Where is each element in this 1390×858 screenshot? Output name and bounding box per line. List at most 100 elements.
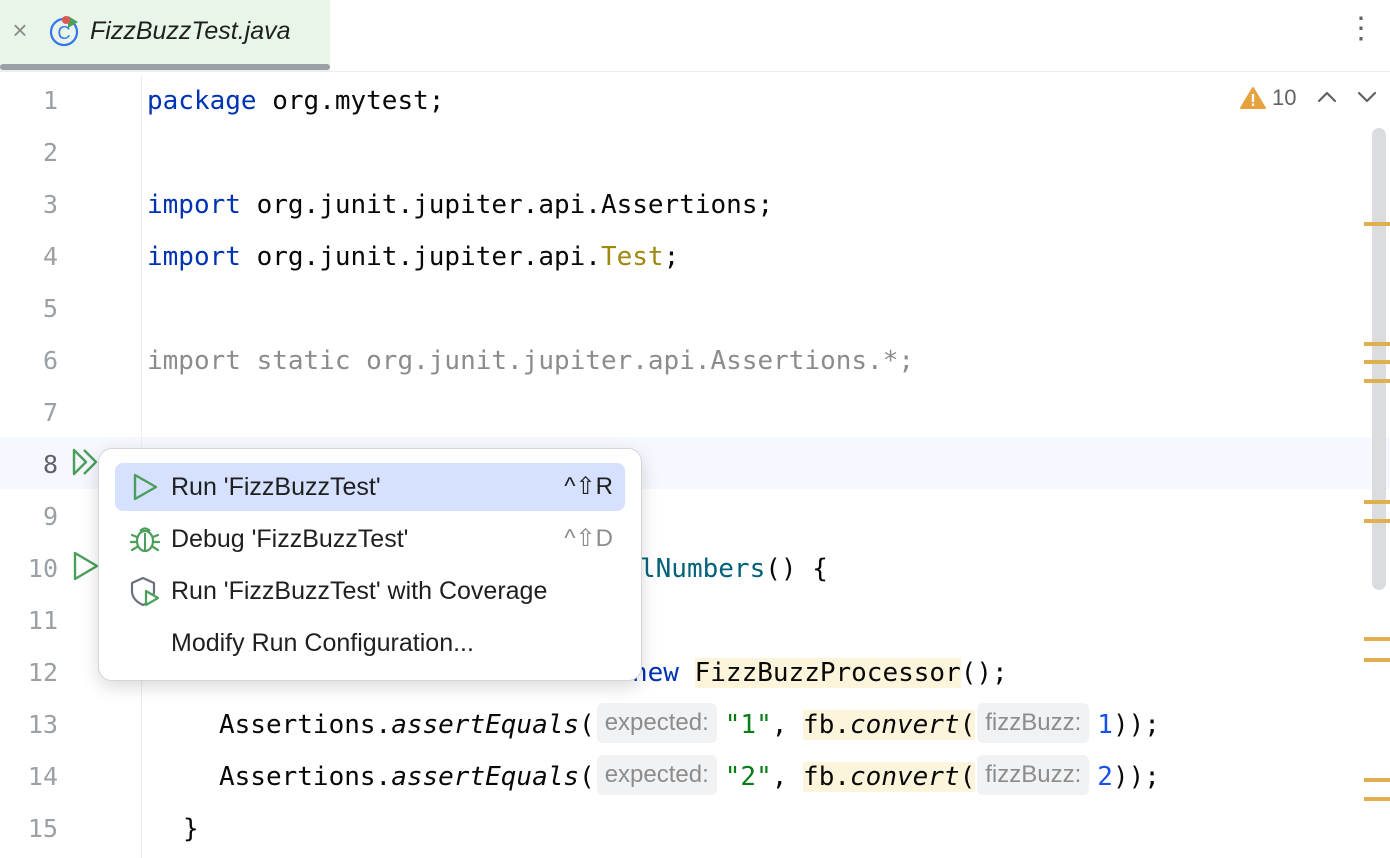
- parameter-hint: expected:: [596, 702, 717, 743]
- keyword: package: [147, 86, 257, 116]
- code-line-4[interactable]: import org.junit.jupiter.api.Test;: [147, 231, 679, 283]
- warning-stripe[interactable]: [1364, 658, 1390, 662]
- run-class-gutter-icon[interactable]: [70, 446, 102, 478]
- vertical-scrollbar[interactable]: [1372, 128, 1386, 590]
- svg-text:C: C: [58, 23, 71, 43]
- menu-item-label: Run 'FizzBuzzTest': [171, 473, 381, 501]
- code-text: () {: [765, 554, 828, 584]
- parameter-hint: fizzBuzz:: [977, 754, 1090, 795]
- code-text: ;: [663, 242, 680, 272]
- warning-icon: [1240, 87, 1266, 109]
- warning-stripe[interactable]: [1364, 222, 1390, 226]
- code-text: ();: [960, 658, 1008, 688]
- code-line-6[interactable]: import static org.junit.jupiter.api.Asse…: [147, 335, 914, 387]
- warning-stripe[interactable]: [1364, 500, 1390, 504]
- run-icon: [133, 473, 158, 501]
- method-call: assertEquals: [391, 762, 580, 792]
- code-text: Assertions.: [219, 710, 392, 740]
- unused-import-text: import static org.junit.jupiter.api.Asse…: [147, 346, 915, 376]
- string-literal: "2": [724, 762, 772, 792]
- string-literal: "1": [724, 710, 772, 740]
- line-number: 12: [27, 658, 58, 687]
- code-line-15[interactable]: }: [183, 803, 199, 855]
- code-text: .: [834, 762, 851, 792]
- method-name: lNumbers: [640, 554, 766, 584]
- code-text: ));: [1112, 710, 1160, 740]
- warning-count: 10: [1272, 85, 1297, 110]
- code-text: org.mytest;: [256, 86, 445, 116]
- line-number: 11: [27, 606, 58, 635]
- parameter-hint: fizzBuzz:: [977, 702, 1090, 743]
- number-literal: 2: [1097, 762, 1113, 792]
- code-line-13[interactable]: Assertions.assertEquals(expected:"1", fb…: [219, 699, 1160, 751]
- editor-tab[interactable]: × C FizzBuzzTest.java: [0, 0, 330, 71]
- code-text: (: [959, 710, 976, 740]
- menu-item-run-with-coverage[interactable]: Run 'FizzBuzzTest' with Coverage: [115, 567, 625, 615]
- keyword: import: [147, 190, 241, 220]
- code-line-10-visible[interactable]: lNumbers() {: [640, 543, 828, 595]
- warning-stripe[interactable]: [1364, 360, 1390, 364]
- line-number: 2: [42, 138, 58, 167]
- menu-item-modify-run-configuration[interactable]: Modify Run Configuration...: [115, 619, 625, 667]
- method-call: convert: [850, 710, 960, 740]
- method-call: assertEquals: [391, 710, 580, 740]
- code-text: fb: [803, 710, 835, 740]
- code-text: ,: [771, 710, 804, 740]
- debug-icon: [129, 527, 161, 553]
- variable-reference: fb.convert(: [803, 762, 976, 792]
- line-number: 1: [42, 86, 58, 115]
- keyword: import: [147, 242, 241, 272]
- parameter-hint: expected:: [596, 754, 717, 795]
- editor-tab-bar: × C FizzBuzzTest.java ⋮: [0, 0, 1390, 72]
- line-number: 8: [42, 450, 58, 479]
- code-text: fb: [803, 762, 835, 792]
- code-text: (: [579, 710, 595, 740]
- inspection-widget[interactable]: 10: [1240, 82, 1296, 114]
- warning-stripe[interactable]: [1364, 342, 1390, 346]
- warning-stripe[interactable]: [1364, 778, 1390, 782]
- code-text: org.junit.jupiter.api.: [240, 242, 601, 272]
- code-line-1[interactable]: package org.mytest;: [147, 75, 444, 127]
- menu-item-shortcut: ^⇧D: [564, 525, 613, 552]
- menu-item-debug[interactable]: Debug 'FizzBuzzTest' ^⇧D: [115, 515, 625, 563]
- method-call: convert: [850, 762, 960, 792]
- line-number: 4: [42, 242, 58, 271]
- class-reference: Test: [600, 242, 664, 272]
- menu-item-label: Run 'FizzBuzzTest' with Coverage: [171, 577, 548, 605]
- warning-stripe[interactable]: [1364, 637, 1390, 641]
- code-text: }: [183, 814, 199, 844]
- variable-reference: fb.convert(: [803, 710, 976, 740]
- line-number: 7: [42, 398, 58, 427]
- run-context-popup: Run 'FizzBuzzTest' ^⇧R Debug 'FizzBuzzTe…: [98, 448, 642, 681]
- line-number: 13: [27, 710, 58, 739]
- code-line-14[interactable]: Assertions.assertEquals(expected:"2", fb…: [219, 751, 1160, 803]
- code-text: ,: [771, 762, 804, 792]
- line-number: 9: [42, 502, 58, 531]
- class-reference: FizzBuzzProcessor: [694, 658, 961, 688]
- close-tab-icon[interactable]: ×: [12, 15, 28, 45]
- code-line-3[interactable]: import org.junit.jupiter.api.Assertions;: [147, 179, 773, 231]
- line-number: 5: [42, 294, 58, 323]
- more-options-icon[interactable]: ⋮: [1346, 12, 1376, 45]
- code-line-12-visible[interactable]: new FizzBuzzProcessor();: [632, 647, 1008, 699]
- next-highlight-icon[interactable]: [1354, 84, 1380, 110]
- line-number: 3: [42, 190, 58, 219]
- previous-highlight-icon[interactable]: [1314, 84, 1340, 110]
- line-number: 10: [27, 554, 58, 583]
- warning-stripe[interactable]: [1364, 519, 1390, 523]
- tab-title: FizzBuzzTest.java: [90, 17, 291, 45]
- code-text: .: [834, 710, 851, 740]
- run-test-gutter-icon[interactable]: [70, 550, 102, 582]
- menu-item-label: Debug 'FizzBuzzTest': [171, 525, 409, 553]
- warning-stripe[interactable]: [1364, 379, 1390, 383]
- warning-stripe[interactable]: [1364, 797, 1390, 801]
- menu-item-run[interactable]: Run 'FizzBuzzTest' ^⇧R: [115, 463, 625, 511]
- active-tab-indicator: [0, 64, 330, 70]
- menu-item-label: Modify Run Configuration...: [171, 629, 474, 657]
- code-text: Assertions.: [219, 762, 392, 792]
- code-text: (: [579, 762, 595, 792]
- code-text: ));: [1112, 762, 1160, 792]
- code-text: (: [959, 762, 976, 792]
- number-literal: 1: [1097, 710, 1113, 740]
- code-text: org.junit.jupiter.api.Assertions;: [240, 190, 774, 220]
